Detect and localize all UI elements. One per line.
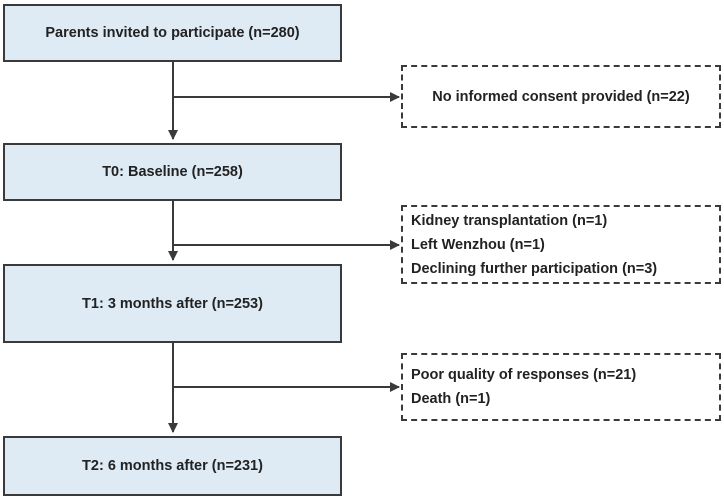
step-box-invited: Parents invited to participate (n=280) <box>3 4 342 62</box>
step-box-t1: T1: 3 months after (n=253) <box>3 264 342 343</box>
step-label-t2: T2: 6 months after (n=231) <box>82 458 263 474</box>
exclusion-line: Poor quality of responses (n=21) <box>411 367 637 383</box>
step-label-invited: Parents invited to participate (n=280) <box>45 25 300 41</box>
exclusion-line: No informed consent provided (n=22) <box>432 88 690 105</box>
exclusion-box-t0-losses: Kidney transplantation (n=1) Left Wenzho… <box>401 205 721 284</box>
step-label-t0: T0: Baseline (n=258) <box>102 164 243 180</box>
exclusion-box-consent: No informed consent provided (n=22) <box>401 65 721 128</box>
step-label-t1: T1: 3 months after (n=253) <box>82 295 263 312</box>
step-box-t2: T2: 6 months after (n=231) <box>3 436 342 496</box>
step-box-t0: T0: Baseline (n=258) <box>3 143 342 201</box>
exclusion-line: Declining further participation (n=3) <box>411 260 658 277</box>
exclusion-line: Kidney transplantation (n=1) <box>411 212 608 229</box>
exclusion-box-t1-losses: Poor quality of responses (n=21) Death (… <box>401 353 721 421</box>
exclusion-line: Left Wenzhou (n=1) <box>411 236 545 253</box>
exclusion-line: Death (n=1) <box>411 391 491 407</box>
